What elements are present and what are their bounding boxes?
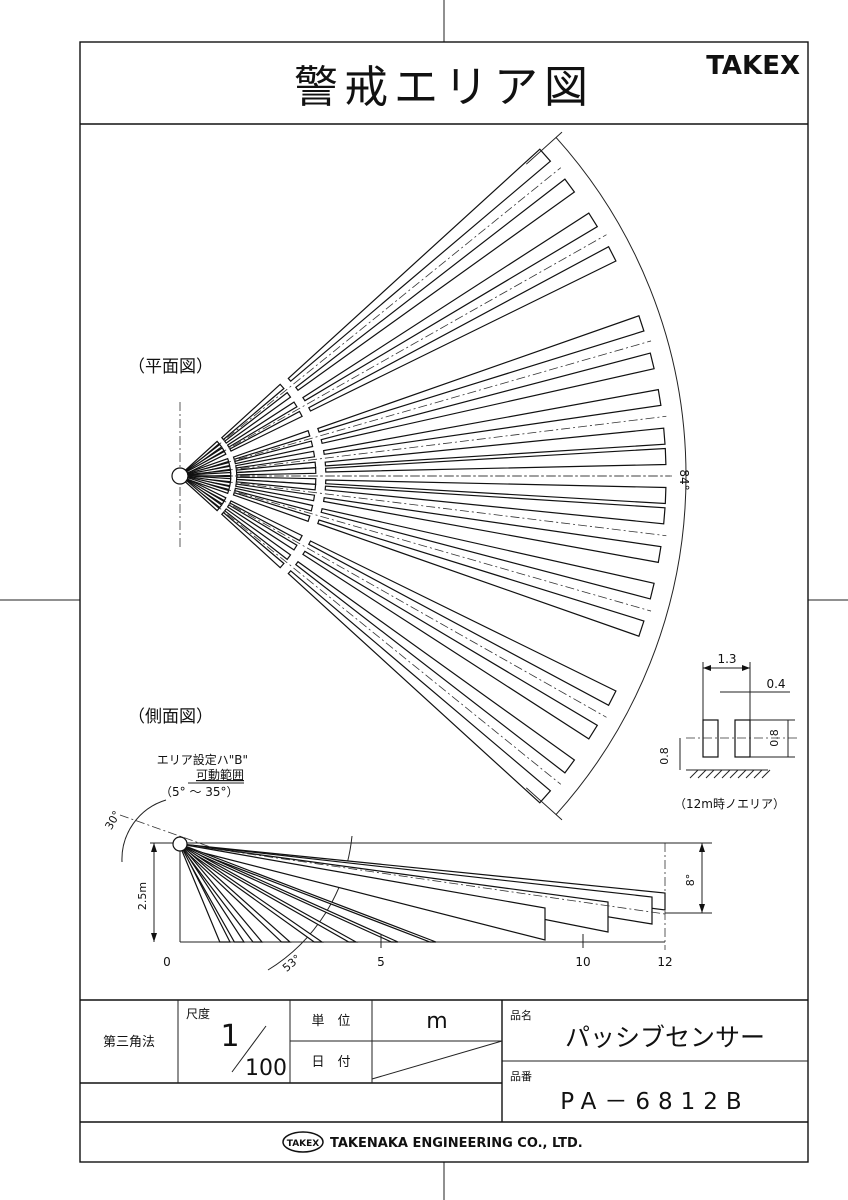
beam-centerline xyxy=(189,415,667,476)
unit-value: m xyxy=(426,1009,447,1034)
plan-beams xyxy=(184,148,670,804)
side-view: （側面図） エリア設定ハ"B" 可動範囲 （5° 〜 35°） 2.5m 8° … xyxy=(102,707,712,975)
x-tick-10: 10 xyxy=(575,955,590,969)
detail-ground-hatch xyxy=(689,769,771,779)
beam-centerline xyxy=(189,478,652,612)
plan-beam-segment xyxy=(234,440,314,465)
company-name: TAKENAKA ENGINEERING CO., LTD. xyxy=(330,1136,583,1151)
plan-beam-segment xyxy=(186,477,230,495)
scale-numerator: 1 xyxy=(220,1019,239,1054)
detail-zone-left xyxy=(702,719,719,758)
x-tick-5: 5 xyxy=(377,955,385,969)
unit-label: 単 位 xyxy=(311,1013,350,1029)
beam-centerline xyxy=(189,340,652,474)
plan-angle-label: 84° xyxy=(677,469,691,490)
side-beams xyxy=(179,841,666,943)
plan-beam-segment xyxy=(324,447,667,473)
side-angle-30: 30° xyxy=(102,809,123,832)
plan-beam-segment xyxy=(220,383,285,441)
plan-beam-segment xyxy=(229,410,303,452)
plan-beam-segment xyxy=(302,550,599,740)
detail-caption: （12m時ノエリア） xyxy=(674,797,785,811)
plan-beam-segment xyxy=(307,540,617,707)
company-logo-icon xyxy=(282,1131,324,1153)
beam-centerline xyxy=(188,480,607,718)
detail-height-left: 0.8 xyxy=(658,747,671,765)
plan-beam-segment xyxy=(226,401,298,448)
side-note-line3: （5° 〜 35°） xyxy=(160,785,239,799)
plan-range-arc xyxy=(555,137,687,815)
detail-height-right: 0.8 xyxy=(768,729,781,747)
plan-beam-segment xyxy=(324,485,666,525)
plan-beam-segment xyxy=(294,178,576,392)
sensor-side-icon xyxy=(172,836,188,852)
plan-beam-segment xyxy=(287,569,552,804)
beam-centerline xyxy=(189,476,667,537)
plan-beam-segment xyxy=(220,511,285,569)
side-note-line2: 可動範囲 xyxy=(196,767,244,782)
plan-beam-segment xyxy=(226,504,298,551)
plan-beam-segment xyxy=(317,519,645,637)
plan-beam-segment xyxy=(185,450,227,474)
date-label: 日 付 xyxy=(311,1055,350,1070)
plan-beam-segment xyxy=(320,352,655,445)
plan-beam-segment xyxy=(229,500,303,542)
plan-beam-segment xyxy=(307,245,617,412)
side-view-label: （側面図） xyxy=(128,707,213,727)
plan-view-label: （平面図） xyxy=(128,357,213,377)
side-note-line1: エリア設定ハ"B" xyxy=(157,752,248,767)
plan-beam-segment xyxy=(287,148,552,383)
beam-centerline xyxy=(187,167,562,471)
plan-beam-segment xyxy=(232,491,311,523)
company-logo-text: TAKEX xyxy=(287,1139,320,1149)
product-code: PA－6812B xyxy=(560,1089,749,1115)
detail-gap-label: 0.4 xyxy=(766,677,785,691)
plan-beam-segment xyxy=(302,212,599,402)
side-x-ticks: 0 5 10 12 xyxy=(163,934,673,969)
plan-beam-segment xyxy=(324,479,667,505)
side-centerline xyxy=(179,843,666,915)
product-code-label: 品番 xyxy=(510,1070,532,1083)
scale-label: 尺度 xyxy=(186,1006,210,1021)
drawing-frame xyxy=(79,41,809,1163)
plan-beam-segment xyxy=(320,507,655,600)
scale-denominator: 100 xyxy=(245,1056,287,1081)
plan-beam-segment xyxy=(322,497,662,564)
x-tick-12: 12 xyxy=(657,955,672,969)
plan-view: （平面図） 84° xyxy=(128,131,691,821)
beam-centerline xyxy=(188,234,607,472)
projection-label: 第三角法 xyxy=(103,1035,155,1050)
plan-beam-segment xyxy=(324,427,666,467)
area-detail: 1.3 0.4 0.8 0.8 （12m時ノエリア） xyxy=(658,652,800,811)
product-name: パッシブセンサー xyxy=(565,1023,765,1052)
plan-beam-segment xyxy=(317,315,645,433)
plan-beam-segment xyxy=(223,391,292,444)
plan-beam-segment xyxy=(184,479,220,512)
plan-beam-segment xyxy=(322,388,662,455)
side-angle-8: 8° xyxy=(684,874,697,887)
plan-beam-segment xyxy=(294,560,576,774)
plan-beam-segment xyxy=(234,487,314,512)
product-name-label: 品名 xyxy=(510,1008,532,1022)
plan-beam-segment xyxy=(223,508,292,561)
plan-beam-segment xyxy=(235,478,317,491)
plan-beam-segment xyxy=(232,429,311,461)
x-tick-0: 0 xyxy=(163,955,171,969)
plan-beam-segment xyxy=(235,450,316,469)
title-block: 第三角法 尺度 1 100 単 位 m 日 付 品名 パッシブセンサー 品番 P… xyxy=(80,999,808,1153)
drawing-title: 警戒エリア図 xyxy=(294,62,594,113)
plan-beam-segment xyxy=(235,483,316,502)
plan-arc-ticks xyxy=(525,131,563,821)
detail-width-label: 1.3 xyxy=(717,652,736,666)
beam-centerline xyxy=(187,481,562,785)
plan-beam-segment xyxy=(235,467,317,476)
side-height-label: 2.5m xyxy=(136,882,149,910)
side-angle-53: 53° xyxy=(280,952,303,974)
brand-logo-text: TAKEX xyxy=(706,51,800,81)
detail-zone-right xyxy=(734,719,751,758)
